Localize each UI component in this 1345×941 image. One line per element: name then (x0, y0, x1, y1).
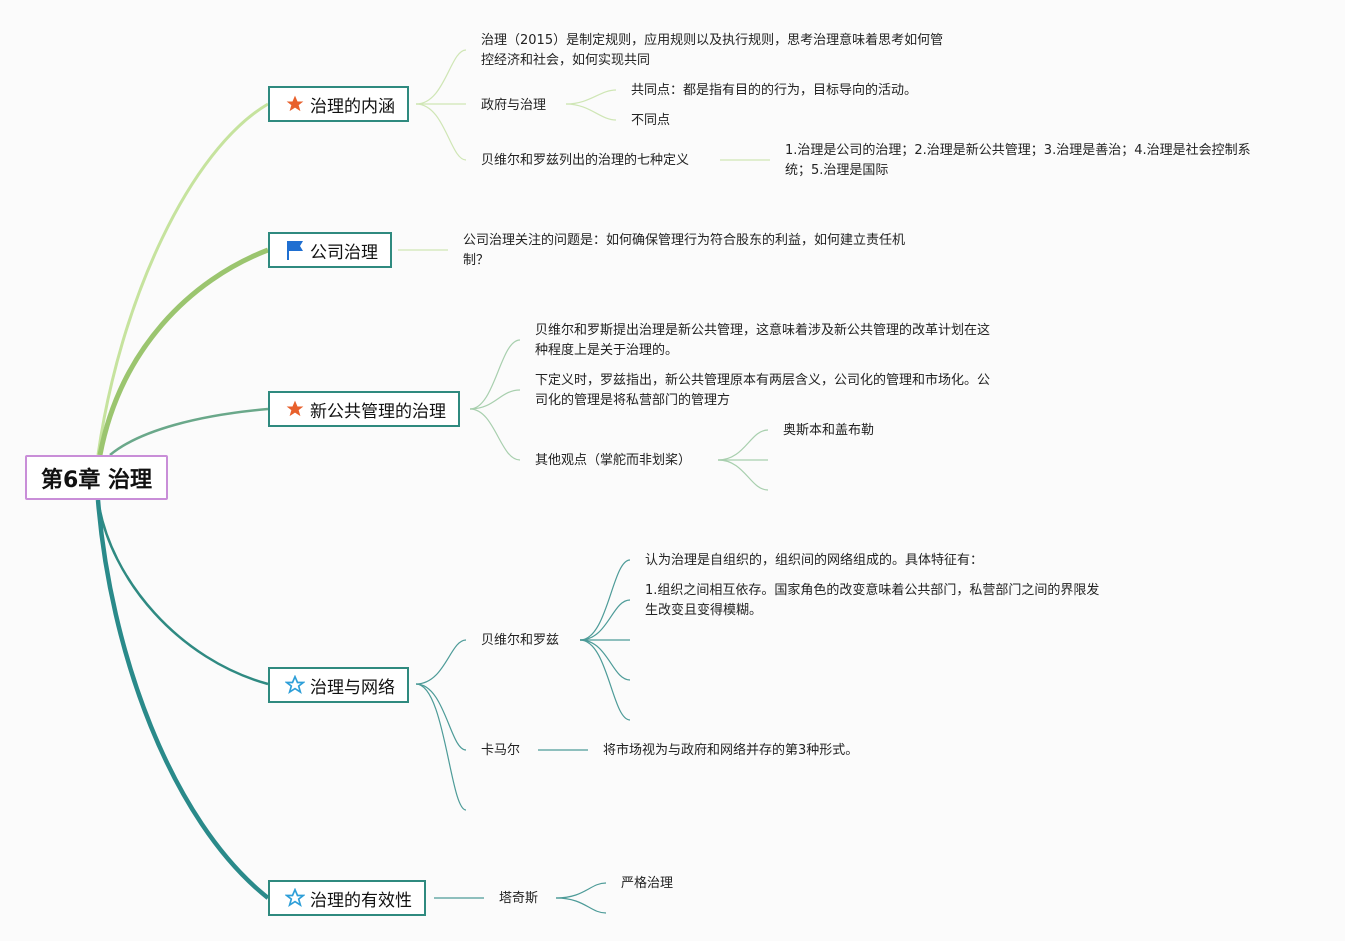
seven-definitions-text[interactable]: 1.治理是公司的治理；2.治理是新公共管理；3.治理是善治；4.治理是社会控制系… (785, 143, 1251, 178)
star-filled-icon (284, 93, 306, 115)
gov-and-governance[interactable]: 政府与治理 (481, 98, 547, 113)
osborne-gaebler[interactable]: 奥斯本和盖布勒 (783, 423, 875, 438)
topic-label: 新公共管理的治理 (310, 401, 446, 422)
topic-label: 治理的内涵 (310, 96, 395, 117)
star-outline-icon (284, 674, 306, 696)
taqisi[interactable]: 塔奇斯 (499, 891, 539, 906)
topic-label: 治理的有效性 (310, 890, 412, 911)
root-topic[interactable]: 第6章 治理 (25, 455, 168, 500)
topic-youxiao[interactable]: 治理的有效性 (268, 880, 426, 916)
flag-icon (284, 239, 306, 261)
topic-wangluo[interactable]: 治理与网络 (268, 667, 409, 703)
seven-definitions-label[interactable]: 贝维尔和罗兹列出的治理的七种定义 (481, 153, 690, 168)
star-outline-icon (284, 887, 306, 909)
gongsi-text[interactable]: 公司治理关注的问题是：如何确保管理行为符合股东的利益，如何建立责任机 制？ (463, 233, 906, 268)
topic-gongsi[interactable]: 公司治理 (268, 232, 392, 268)
npm-paragraph-1[interactable]: 贝维尔和罗斯提出治理是新公共管理，这意味着涉及新公共管理的改革计划在这 种程度上… (535, 323, 991, 358)
other-views[interactable]: 其他观点（掌舵而非划桨） (535, 453, 692, 468)
root-title: 第6章 治理 (41, 467, 152, 493)
different-points[interactable]: 不同点 (631, 113, 671, 128)
topic-xingonggong[interactable]: 新公共管理的治理 (268, 391, 460, 427)
strict-governance[interactable]: 严格治理 (621, 876, 674, 891)
topic-label: 治理与网络 (310, 677, 395, 698)
self-organizing[interactable]: 认为治理是自组织的，组织间的网络组成的。具体特征有： (645, 553, 984, 568)
npm-paragraph-2[interactable]: 下定义时，罗兹指出，新公共管理原本有两层含义，公司化的管理和市场化。公 司化的管… (535, 373, 991, 408)
common-points[interactable]: 共同点：都是指有目的的行为，目标导向的活动。 (631, 83, 918, 98)
bevir-rhodes[interactable]: 贝维尔和罗兹 (481, 633, 560, 648)
topic-label: 公司治理 (310, 242, 378, 263)
neihan-definition[interactable]: 治理（2015）是制定规则，应用规则以及执行规则，思考治理意味着思考如何管 控经… (481, 33, 944, 68)
feature-1[interactable]: 1.组织之间相互依存。国家角色的改变意味着公共部门，私营部门之间的界限发 生改变… (645, 583, 1100, 618)
topic-neihan[interactable]: 治理的内涵 (268, 86, 409, 122)
kamar[interactable]: 卡马尔 (481, 743, 521, 758)
star-filled-icon (284, 398, 306, 420)
kamar-text[interactable]: 将市场视为与政府和网络并存的第3种形式。 (603, 743, 859, 758)
